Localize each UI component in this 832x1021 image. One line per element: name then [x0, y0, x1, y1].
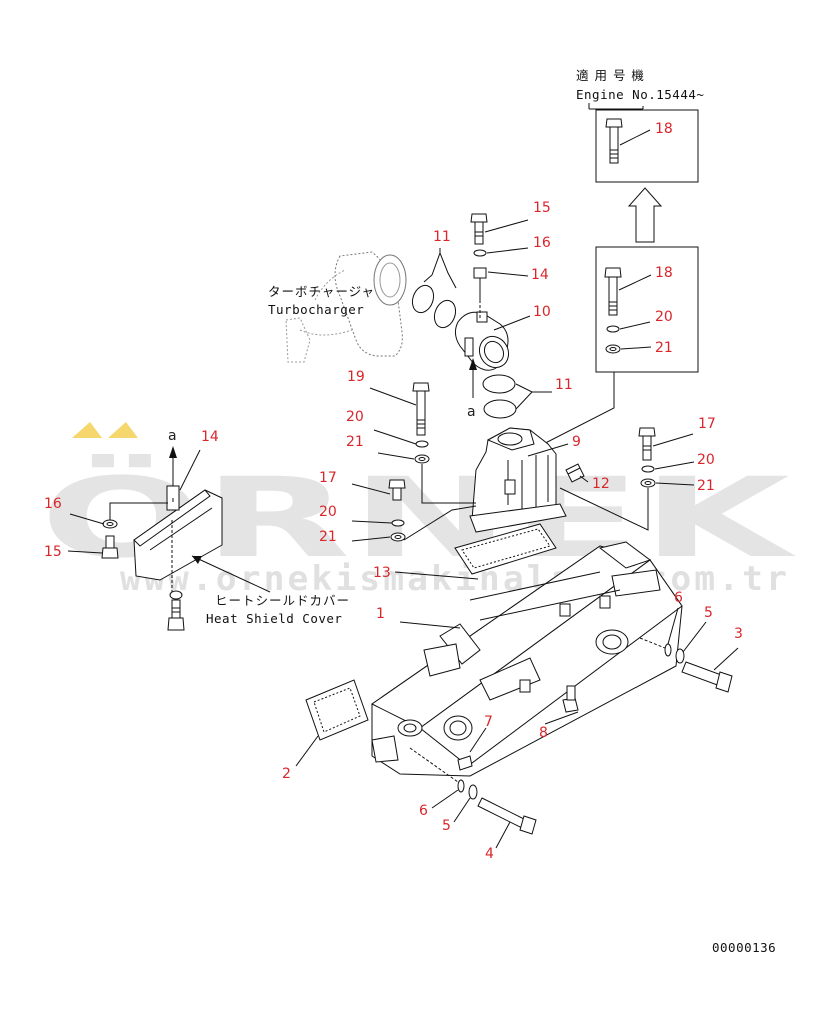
- turbocharger-jp-label: ターボチャージャ: [268, 284, 375, 299]
- bolt-icon: [388, 479, 406, 501]
- bolt-icon: [681, 661, 733, 693]
- gasket-icon: [454, 523, 557, 575]
- lock-washer-icon: [641, 465, 655, 473]
- callout-17-left: 17: [319, 470, 337, 486]
- callout-16-left: 16: [44, 496, 62, 512]
- callout-11-lower: 11: [555, 377, 573, 393]
- washer-icon: [468, 784, 478, 800]
- callout-1: 1: [376, 606, 385, 622]
- callout-21-right: 21: [697, 478, 715, 494]
- bolt-icon: [101, 535, 119, 559]
- arrow-up-icon: [627, 187, 663, 243]
- engine-note-label: Engine No.15444~: [576, 87, 704, 102]
- callout-19: 19: [347, 369, 365, 385]
- callout-9: 9: [572, 434, 581, 450]
- callout-18-lower: 18: [655, 265, 673, 281]
- callout-20: 20: [655, 309, 673, 325]
- callout-16: 16: [533, 235, 551, 251]
- bolt-icon: [470, 213, 488, 245]
- engine-note-jp: 適 用 号 機: [576, 68, 645, 83]
- clamp-icon: [166, 485, 180, 511]
- exhaust-manifold-icon: [371, 541, 683, 777]
- bolt-icon: [638, 427, 656, 461]
- o-ring-icon: [411, 284, 457, 329]
- callout-labels: 1 2 3 4 5 5 6 6 7 8 9 10 11 11 12 13 14 …: [44, 121, 743, 862]
- watermark-accent-right: [108, 422, 138, 438]
- callout-2: 2: [282, 766, 291, 782]
- callout-7: 7: [484, 714, 493, 730]
- lock-washer-icon: [457, 779, 465, 793]
- new-bolt-box: [595, 109, 699, 183]
- callout-5-lower: 5: [442, 818, 451, 834]
- callout-13: 13: [373, 565, 391, 581]
- old-bolt-box: [595, 246, 699, 373]
- callout-17: 17: [698, 416, 716, 432]
- view-marker-a: a: [168, 428, 177, 444]
- bolt-icon: [412, 382, 430, 436]
- callout-8: 8: [539, 725, 548, 741]
- sensor-icon: [565, 463, 585, 483]
- callout-10: 10: [533, 304, 551, 320]
- callout-15: 15: [533, 200, 551, 216]
- callout-3: 3: [734, 626, 743, 642]
- intake-manifold-icon: [469, 427, 567, 533]
- heat-shield-cover-icon: [133, 489, 223, 600]
- callout-6: 6: [674, 590, 683, 606]
- lock-washer-icon: [664, 643, 672, 657]
- washer-icon: [169, 590, 183, 600]
- callout-14-left: 14: [201, 429, 219, 445]
- watermark-url: www.ornekismakinalari.com.tr: [120, 559, 790, 599]
- watermark-accent-left: [72, 422, 102, 438]
- air-connector-icon: [454, 311, 510, 371]
- bolt-icon: [562, 685, 579, 713]
- washer-icon: [675, 648, 685, 664]
- washer-icon: [390, 532, 406, 542]
- callout-20-mid: 20: [346, 409, 364, 425]
- gasket-icon: [305, 679, 369, 741]
- turbocharger-label: Turbocharger: [268, 302, 364, 317]
- engine-variant-group: 適 用 号 機 Engine No.15444~: [519, 68, 704, 457]
- callout-15-left: 15: [44, 544, 62, 560]
- callout-18: 18: [655, 121, 673, 137]
- heat-shield-label: Heat Shield Cover: [206, 611, 342, 626]
- o-ring-icon: [482, 374, 517, 419]
- callout-20-right: 20: [697, 452, 715, 468]
- plug-icon: [457, 755, 473, 771]
- callout-21-mid: 21: [346, 434, 364, 450]
- clamp-icon: [473, 267, 487, 300]
- washer-icon: [605, 344, 621, 354]
- callout-6-lower: 6: [419, 803, 428, 819]
- view-arrow-icon: [469, 358, 477, 398]
- turbocharger-outline: ターボチャージャ Turbocharger: [268, 251, 407, 363]
- callout-12: 12: [592, 476, 610, 492]
- view-arrow-icon: [169, 446, 177, 486]
- bolt-icon: [604, 267, 622, 316]
- washer-icon: [640, 478, 656, 488]
- lock-washer-icon: [415, 440, 429, 448]
- callout-4: 4: [485, 846, 494, 862]
- callout-14: 14: [531, 267, 549, 283]
- callout-20-left: 20: [319, 504, 337, 520]
- heat-shield-jp-label: ヒートシールドカバー: [215, 593, 350, 608]
- drawing-number: 00000136: [712, 940, 776, 955]
- callout-5: 5: [704, 605, 713, 621]
- callout-21-left: 21: [319, 529, 337, 545]
- bolt-icon: [477, 797, 537, 835]
- lock-washer-icon: [473, 249, 487, 257]
- lock-washer-icon: [606, 325, 620, 333]
- washer-icon: [102, 519, 118, 529]
- washer-icon: [414, 454, 430, 464]
- callout-11: 11: [433, 229, 451, 245]
- bolt-icon: [167, 599, 185, 631]
- bolt-icon: [605, 118, 623, 164]
- view-marker-a: a: [467, 404, 476, 420]
- lock-washer-icon: [391, 519, 405, 527]
- callout-21: 21: [655, 340, 673, 356]
